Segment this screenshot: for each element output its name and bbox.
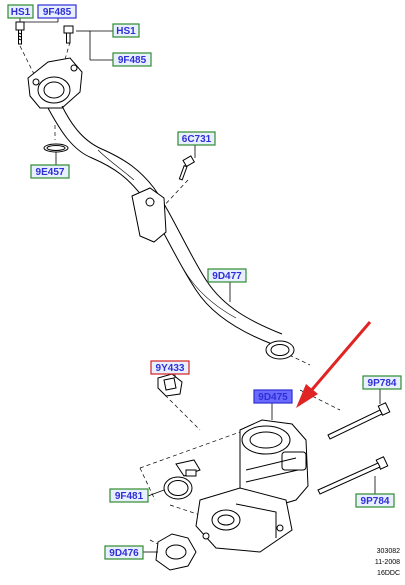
- red-pointer-arrow: [296, 321, 372, 408]
- callout-6c731-text: 6C731: [182, 134, 212, 145]
- valve-gasket: [155, 533, 197, 571]
- callout-9f485-right-text: 9F485: [118, 55, 147, 66]
- reference-line-3: 16DDC: [377, 570, 400, 577]
- callout-9y433-text: 9Y433: [156, 363, 185, 374]
- pipe-top-flange: [27, 57, 83, 109]
- callout-9d475[interactable]: 9D475: [253, 389, 293, 404]
- callout-9d475-text: 9D475: [258, 392, 288, 403]
- callout-9f481[interactable]: 9F481: [109, 488, 149, 503]
- leader-lines: [19, 18, 381, 553]
- callout-9p784-lower[interactable]: 9P784: [355, 493, 395, 508]
- callout-6c731[interactable]: 6C731: [177, 131, 216, 146]
- top-right-bolt: [63, 25, 74, 44]
- callout-9f485-top-text: 9F485: [43, 7, 72, 18]
- callout-hs1-right[interactable]: HS1: [112, 23, 140, 38]
- pipe-gasket-ring: [43, 143, 69, 153]
- callout-9d477-text: 9D477: [212, 271, 242, 282]
- callout-9f485-right[interactable]: 9F485: [112, 52, 152, 67]
- pipe-clamp: [163, 469, 197, 500]
- pipe-bracket-bolt: [178, 155, 196, 181]
- callout-9f485-top[interactable]: 9F485: [37, 4, 77, 19]
- retaining-clip: [157, 373, 183, 397]
- callout-9d476[interactable]: 9D476: [104, 545, 144, 560]
- callout-9e457[interactable]: 9E457: [30, 164, 70, 179]
- callout-hs1-top-left-text: HS1: [11, 7, 31, 18]
- callout-9y433[interactable]: 9Y433: [150, 360, 190, 375]
- callout-9p784-upper-text: 9P784: [368, 378, 397, 389]
- egr-valve-body: [195, 419, 309, 553]
- reference-line-1: 303082: [377, 548, 400, 555]
- callout-9d476-text: 9D476: [109, 548, 139, 559]
- callout-hs1-right-text: HS1: [116, 26, 136, 37]
- callout-9p784-upper[interactable]: 9P784: [362, 375, 402, 390]
- callout-9e457-text: 9E457: [36, 167, 65, 178]
- long-bolt-upper: [327, 402, 391, 440]
- pipe-end-flange: [265, 340, 295, 360]
- long-bolt-lower: [317, 456, 389, 495]
- reference-line-2: 11-2008: [375, 559, 400, 566]
- callout-hs1-top-left[interactable]: HS1: [7, 4, 34, 19]
- top-left-bolt: [15, 21, 25, 45]
- pipe-bracket: [131, 187, 167, 243]
- callout-9d477[interactable]: 9D477: [207, 268, 247, 283]
- drawing-reference: 303082 11-2008 16DDC: [375, 548, 400, 577]
- callout-9f481-text: 9F481: [115, 491, 144, 502]
- callout-9p784-lower-text: 9P784: [361, 496, 390, 507]
